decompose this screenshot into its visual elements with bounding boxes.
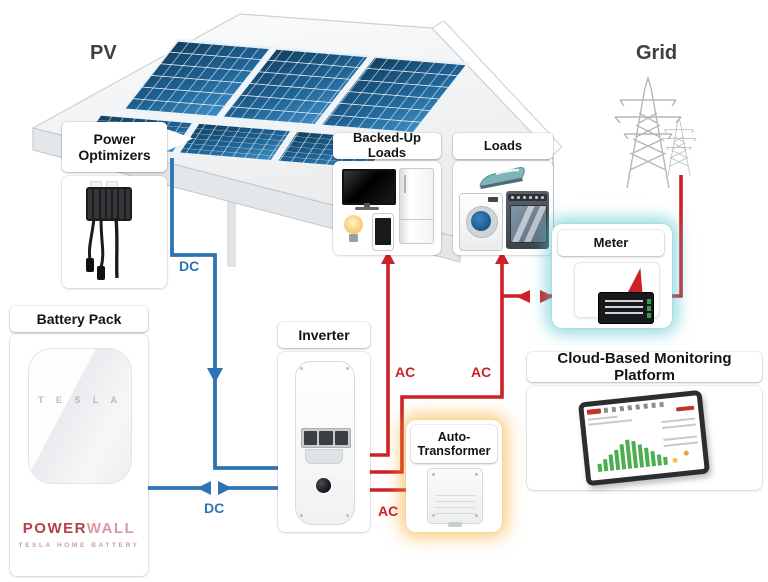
monitor-bar-chart: [595, 436, 668, 472]
ac-wires: [369, 175, 683, 492]
powerwall-device-icon: T E S L A: [28, 348, 132, 484]
wire-inverter-to-loads: [369, 263, 504, 474]
arrow-left-icon: [197, 481, 211, 495]
arrow-down-icon: [207, 368, 223, 383]
cloud-platform-title: Cloud-Based Monitoring Platform: [527, 350, 762, 384]
backed-up-loads-title: Backed-Up Loads: [333, 130, 441, 160]
smartphone-icon: [372, 213, 394, 251]
dc-arrowheads: [197, 368, 232, 495]
dc-label-battery: DC: [204, 500, 225, 516]
arrow-right-icon: [540, 290, 554, 303]
wire-pv-to-inverter: [170, 158, 279, 470]
optimizer-cables: [86, 217, 119, 280]
transmission-towers: [614, 77, 697, 189]
refrigerator-icon: [399, 168, 434, 244]
power-optimizers-title: Power Optimizers: [62, 122, 167, 172]
arrow-up-icon: [495, 251, 509, 264]
inverter-title: Inverter: [278, 322, 370, 348]
tesla-wordmark: T E S L A: [37, 395, 122, 405]
auto-transformer-title: Auto- Transformer: [411, 425, 497, 463]
grid-label: Grid: [636, 42, 678, 64]
wire-inverter-to-backed-up-loads: [369, 263, 390, 457]
auto-transformer-assembly: Auto- Transformer: [406, 420, 502, 532]
battery-pack-box: T E S L A POWERWALL TESLA HOME BATTERY: [10, 334, 148, 576]
loads-box: [453, 161, 553, 255]
monitoring-tablet-icon: [577, 389, 711, 487]
roof-gable-band: [431, 20, 563, 156]
iron-icon: [479, 167, 525, 189]
ac-label-backed-up: AC: [395, 364, 416, 380]
solar-panel-row-top: [120, 38, 471, 136]
loads-title: Loads: [453, 133, 553, 159]
powerwall-subtitle: TESLA HOME BATTERY: [18, 542, 140, 549]
inverter-box: [278, 352, 370, 532]
arrow-up-icon: [381, 251, 395, 264]
ac-label-transformer: AC: [378, 503, 399, 519]
arrow-right-icon: [218, 481, 232, 495]
pv-label: PV: [90, 42, 117, 64]
transmission-tower-small: [661, 117, 697, 176]
wire-grid-to-meter: [671, 175, 683, 298]
house-wall-leg: [227, 199, 236, 267]
transmission-tower-large: [614, 77, 682, 189]
battery-pack-title: Battery Pack: [10, 306, 148, 332]
ac-arrowheads: [381, 251, 554, 303]
arrow-left-icon: [516, 290, 530, 303]
ac-label-loads: AC: [471, 364, 492, 380]
dc-label-pv: DC: [179, 258, 200, 274]
auto-transformer-icon: [427, 468, 483, 527]
power-optimizers-box: [62, 176, 167, 288]
powerwall-wordmark: POWERWALL: [22, 520, 136, 537]
backed-up-loads-box: [333, 161, 441, 255]
meter-assembly: Meter: [552, 224, 672, 328]
cloud-platform-box: [527, 386, 762, 490]
meter-title: Meter: [558, 230, 664, 256]
stove-icon: [506, 191, 549, 249]
washing-machine-icon: [459, 193, 503, 251]
